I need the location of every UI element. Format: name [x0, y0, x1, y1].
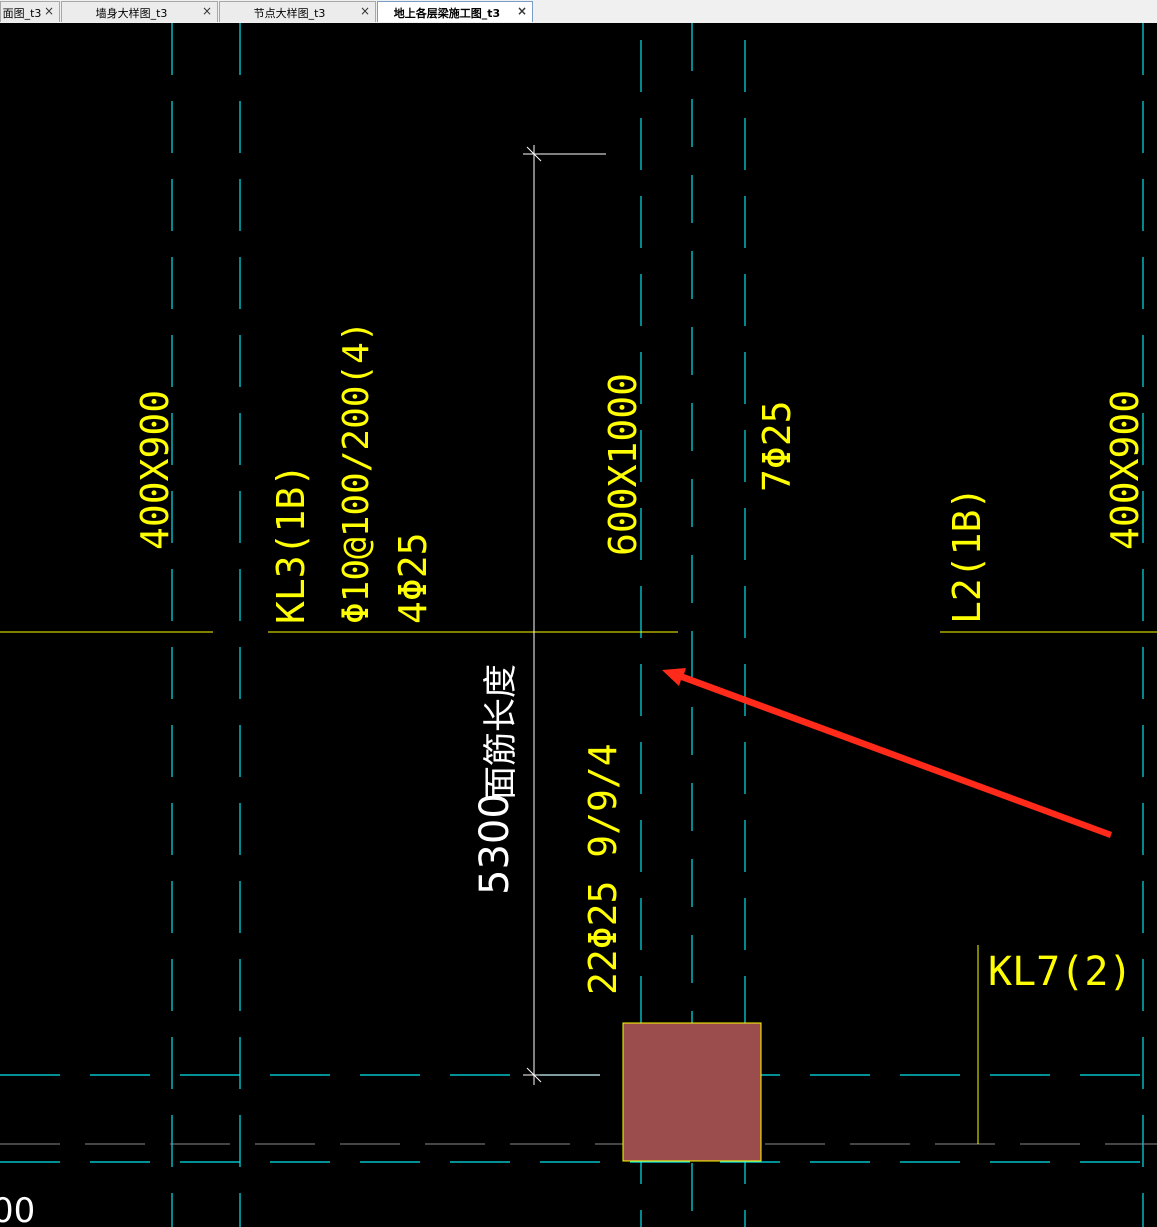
- tab-label: 节点大样图_t3: [253, 7, 326, 20]
- beam-size-right: 400X900: [1103, 390, 1147, 550]
- close-icon[interactable]: ×: [359, 4, 370, 18]
- bottom-bars-label: 22Φ25 9/9/4: [581, 743, 625, 995]
- beam-annotation-lines: [0, 631, 1157, 1144]
- close-icon[interactable]: ×: [516, 4, 527, 18]
- axis-lines: [0, 23, 1157, 1227]
- tab-node-detail[interactable]: 节点大样图_t3 ×: [219, 1, 376, 22]
- kl7-name-label: KL7(2): [988, 949, 1133, 995]
- close-icon[interactable]: ×: [201, 4, 212, 18]
- tab-section-drawing[interactable]: 面图_t3 ×: [0, 1, 60, 22]
- dimension-length-label: 面筋长度: [481, 664, 521, 800]
- l2-name-label: L2(1B): [945, 487, 989, 624]
- kl3-name-label: KL3(1B): [269, 464, 313, 624]
- tab-label: 面图_t3: [2, 7, 42, 20]
- cad-drawing-canvas[interactable]: 400X900 KL3(1B) Φ10@100/200(4) 4Φ25 600X…: [0, 23, 1157, 1227]
- column-block[interactable]: [622, 1022, 762, 1162]
- tab-label: 地上各层梁施工图_t3: [393, 7, 501, 20]
- beam-size-mid: 600X1000: [601, 373, 645, 556]
- dimension-length-value: 5300: [472, 793, 518, 895]
- corner-partial-text: 00: [0, 1191, 35, 1227]
- red-arrow-icon: [662, 668, 1112, 838]
- kl3-stirrup-label: Φ10@100/200(4): [336, 321, 377, 624]
- beam-size-left: 400X900: [133, 390, 177, 550]
- tab-beam-construction[interactable]: 地上各层梁施工图_t3 ×: [377, 1, 533, 22]
- tab-label: 墙身大样图_t3: [95, 7, 168, 20]
- kl3-top-bars-label: 4Φ25: [391, 532, 435, 624]
- dimension-line: [523, 145, 606, 1085]
- document-tab-bar: 面图_t3 × 墙身大样图_t3 × 节点大样图_t3 × 地上各层梁施工图_t…: [0, 0, 1157, 24]
- tab-wall-detail[interactable]: 墙身大样图_t3 ×: [61, 1, 218, 22]
- mid-side-bars-label: 7Φ25: [755, 400, 799, 492]
- close-icon[interactable]: ×: [43, 4, 54, 18]
